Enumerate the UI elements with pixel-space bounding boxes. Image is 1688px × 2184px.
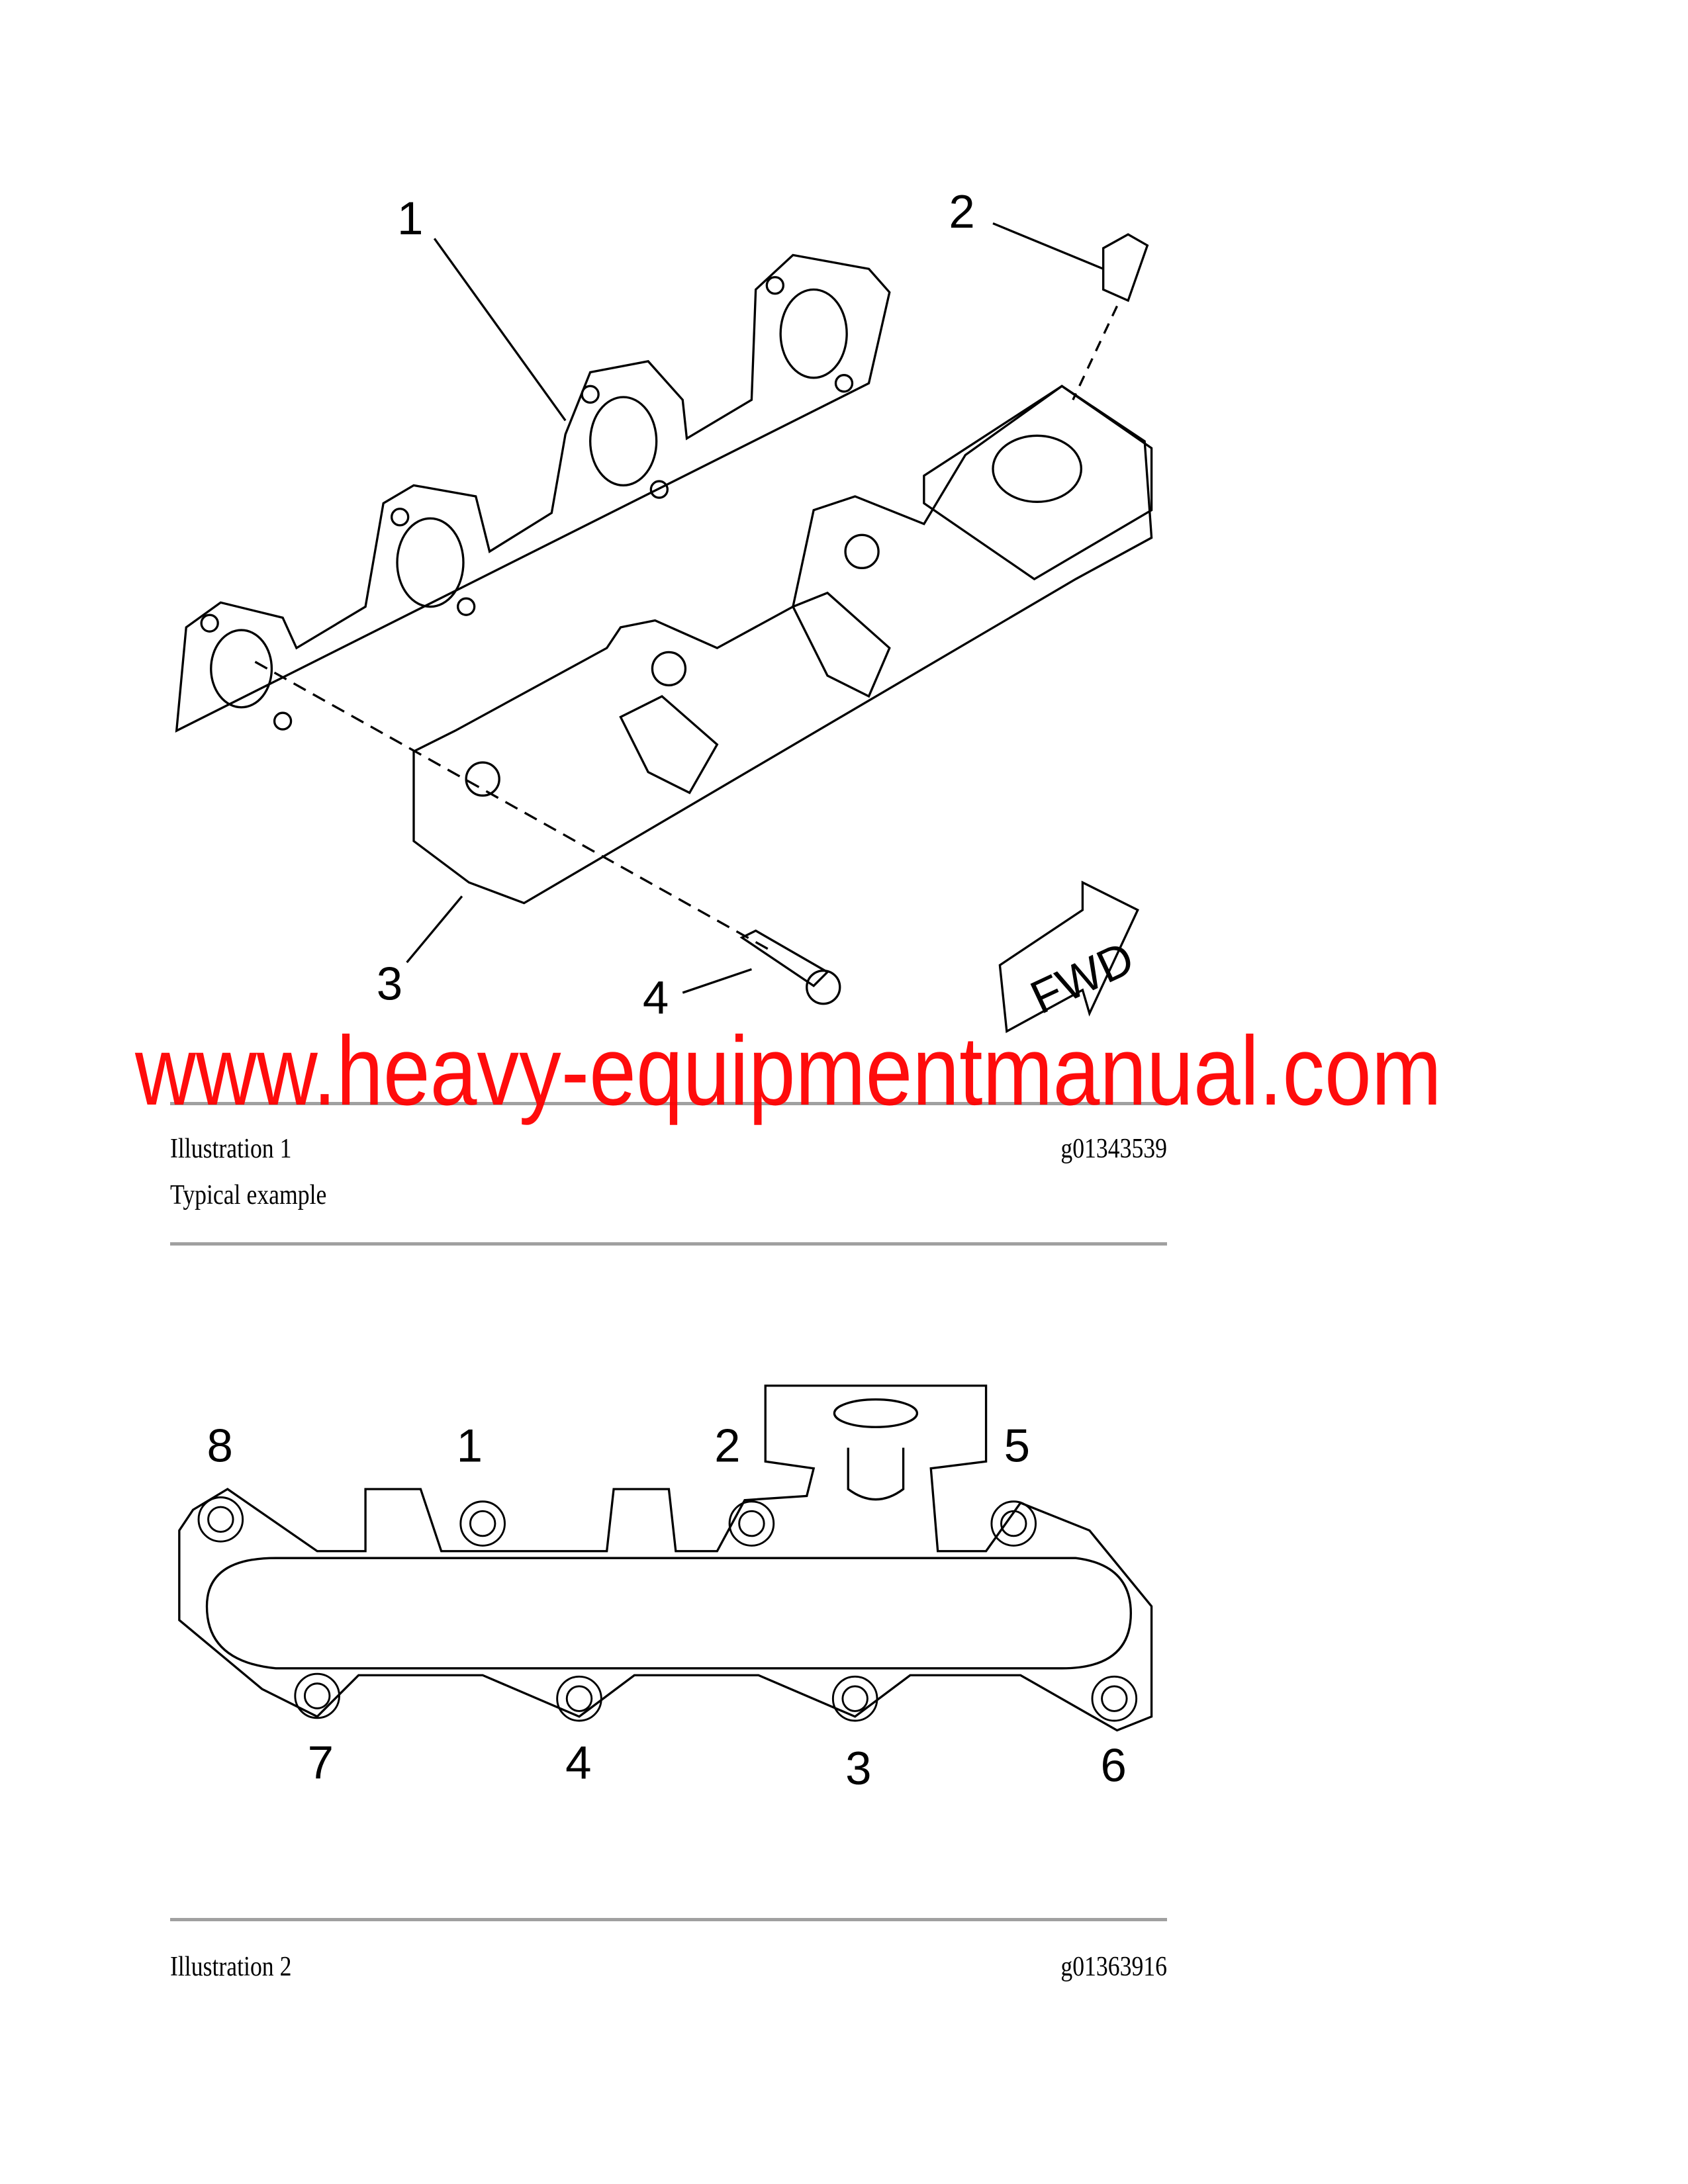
callout-3: 3 [845,1743,871,1795]
illustration-2-caption: Illustration 2 [170,1952,292,1982]
illustration-1-callouts: 1 2 3 4 FWD [377,186,1142,1024]
divider [170,1102,1167,1105]
illustration-1-subcaption: Typical example [170,1180,327,1210]
illustration-2-code: g01363916 [1060,1952,1167,1982]
callout-3: 3 [377,958,402,1010]
watermark: www.heavy-equipmentmanual.com [135,1017,1442,1126]
divider [170,1918,1167,1921]
callout-8: 8 [207,1420,233,1472]
divider [170,1242,1167,1246]
callout-6: 6 [1101,1740,1127,1792]
illustration-1-drawing [175,222,1153,1033]
callout-5: 5 [1004,1420,1030,1472]
illustration-2-callouts: 8 1 2 5 7 4 3 6 [207,1420,1127,1795]
callout-2: 2 [949,186,974,238]
callout-1: 1 [457,1420,483,1472]
fwd-label: FWD [1023,932,1142,1024]
callout-4: 4 [565,1737,591,1790]
callout-4: 4 [643,972,669,1024]
illustration-1-caption: Illustration 1 [170,1134,292,1164]
manifold [412,385,1153,905]
illustration-2-drawing [178,1385,1153,1732]
gasket [175,253,891,733]
callout-1: 1 [397,193,423,245]
callout-7: 7 [308,1737,334,1790]
fwd-arrow-icon [998,880,1139,1033]
callout-2: 2 [714,1420,740,1472]
illustration-1-code: g01343539 [1060,1134,1167,1164]
